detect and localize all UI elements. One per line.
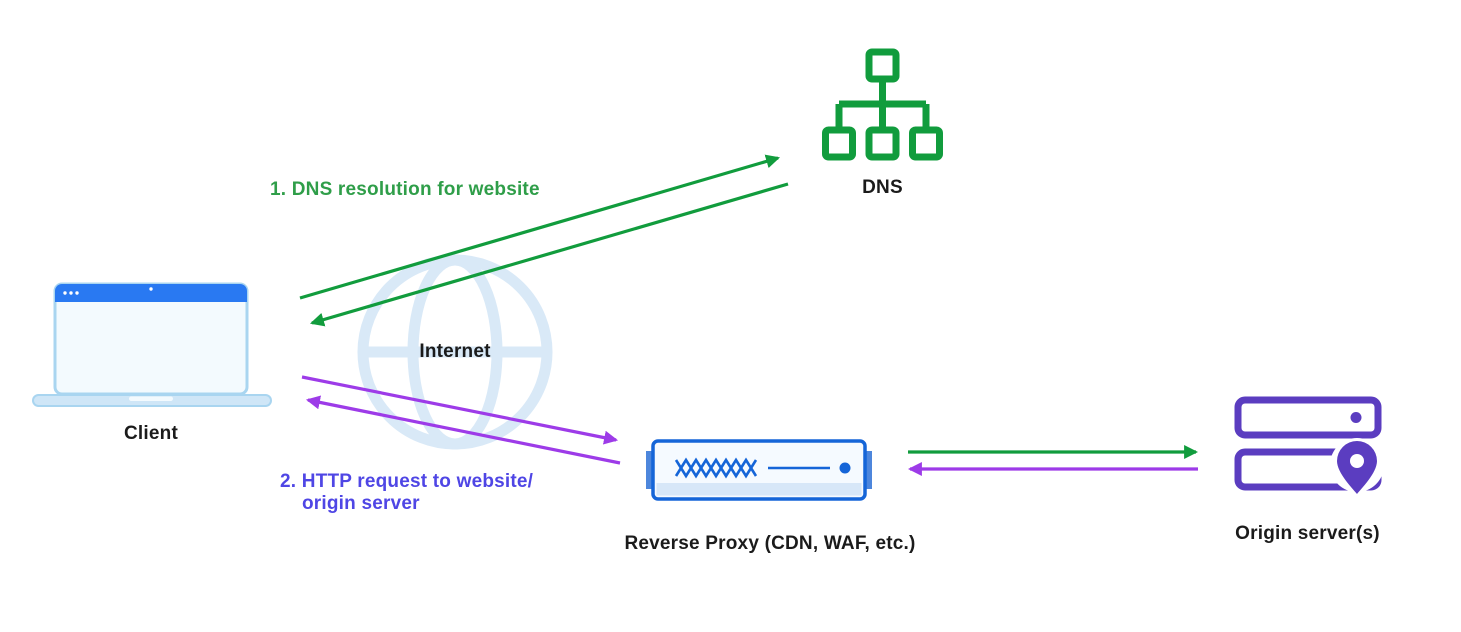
internet-globe-icon <box>357 254 553 450</box>
dns-resolution-label: 1. DNS resolution for website <box>270 179 540 200</box>
dns-icon <box>822 48 943 161</box>
client-laptop-icon <box>32 282 272 407</box>
http-request-label-line2: origin server <box>302 493 420 514</box>
reverse-proxy-icon <box>646 439 872 501</box>
origin-servers-icon <box>1234 396 1384 494</box>
proxy-origin-arrows <box>907 445 1199 476</box>
internet-label: Internet <box>419 341 491 362</box>
dns-resolution-arrows <box>299 154 789 327</box>
http-request-label-line1: 2. HTTP request to website/ <box>280 471 534 492</box>
http-request-label: 2. HTTP request to website/ origin serve… <box>280 471 533 515</box>
reverse-proxy-label: Reverse Proxy (CDN, WAF, etc.) <box>624 533 916 554</box>
origin-servers-label: Origin server(s) <box>1235 523 1380 544</box>
dns-label: DNS <box>862 177 903 198</box>
http-request-arrows <box>301 375 621 465</box>
client-label: Client <box>124 423 178 444</box>
